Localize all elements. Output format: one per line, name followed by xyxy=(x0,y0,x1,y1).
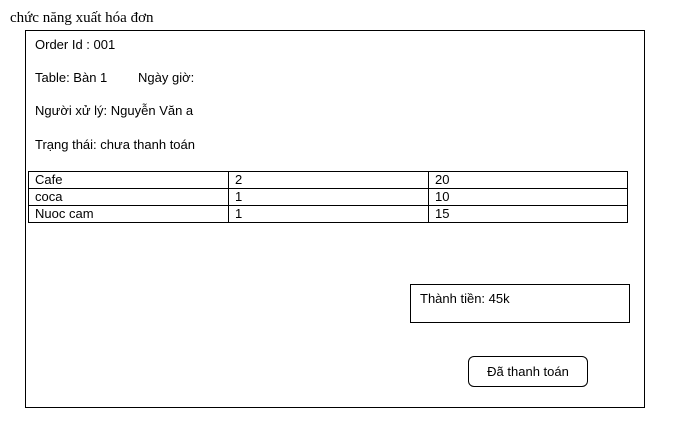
table-row: coca 1 10 xyxy=(28,188,628,206)
total-amount-label: Thành tiền: 45k xyxy=(420,291,510,306)
table-row: Nuoc cam 1 15 xyxy=(28,205,628,223)
total-amount-box: Thành tiền: 45k xyxy=(410,284,630,323)
item-quantity-cell: 1 xyxy=(228,205,429,223)
item-price-cell: 15 xyxy=(428,205,628,223)
item-quantity-cell: 2 xyxy=(228,171,429,189)
mark-paid-button[interactable]: Đã thanh toán xyxy=(468,356,588,387)
table-row: Cafe 2 20 xyxy=(28,171,628,189)
invoice-panel: Order Id : 001 Table: Bàn 1 Ngày giờ: Ng… xyxy=(25,30,645,408)
item-price-cell: 20 xyxy=(428,171,628,189)
handler-label: Người xử lý: Nguyễn Văn a xyxy=(35,103,194,118)
datetime-label: Ngày giờ: xyxy=(138,70,195,85)
table-label: Table: Bàn 1 xyxy=(35,70,108,85)
item-quantity-cell: 1 xyxy=(228,188,429,206)
item-price-cell: 10 xyxy=(428,188,628,206)
payment-status-label: Trạng thái: chưa thanh toán xyxy=(35,137,195,152)
order-items-table: Cafe 2 20 coca 1 10 Nuoc cam 1 15 xyxy=(28,171,628,223)
item-name-cell: coca xyxy=(28,188,229,206)
item-name-cell: Cafe xyxy=(28,171,229,189)
item-name-cell: Nuoc cam xyxy=(28,205,229,223)
order-id-label: Order Id : 001 xyxy=(35,37,116,52)
page-title: chức năng xuất hóa đơn xyxy=(10,10,154,26)
